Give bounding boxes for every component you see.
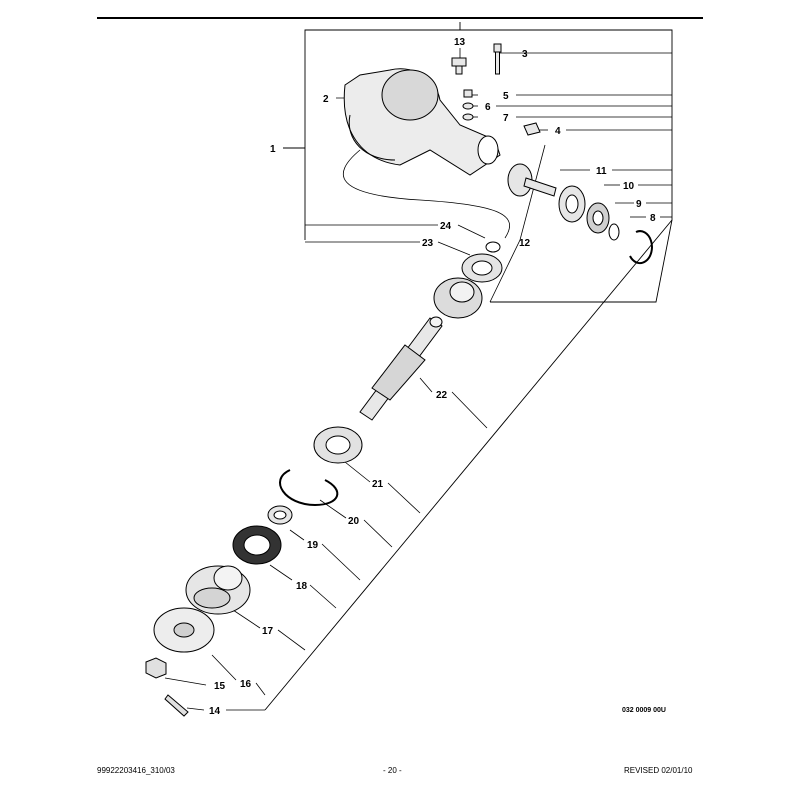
pinion-gear	[507, 163, 557, 197]
output-shaft	[359, 316, 443, 421]
callout-15: 15	[214, 681, 226, 692]
seal-18	[232, 525, 282, 565]
callout-5: 5	[503, 91, 509, 102]
gear-housing	[343, 68, 501, 176]
callout-13: 13	[454, 37, 466, 48]
callout-1: 1	[270, 144, 276, 155]
callout-labels: 1 2 3 4 5 6 7 8 9 10 11 12 13 14 15 16 1…	[209, 37, 656, 717]
callout-16: 16	[240, 679, 252, 690]
leader-lines	[164, 48, 672, 711]
callout-24: 24	[440, 221, 452, 232]
figure-code: 032 0009 00U	[622, 707, 666, 714]
fastener-parts	[451, 43, 541, 136]
callout-11: 11	[596, 166, 607, 177]
callout-21: 21	[372, 479, 384, 490]
callout-7: 7	[503, 113, 509, 124]
callout-18: 18	[296, 581, 308, 592]
hose-routing-curve	[343, 149, 510, 239]
upper-bearings	[558, 185, 653, 265]
callout-17: 17	[262, 626, 274, 637]
footer-center: - 20 -	[383, 766, 402, 775]
assembly-bracket-frame	[264, 22, 673, 711]
ring-and-bearing-23-24	[461, 241, 503, 283]
callout-8: 8	[650, 213, 656, 224]
footer-left: 99922203416_310/03	[97, 766, 175, 775]
callout-9: 9	[636, 199, 642, 210]
callout-2: 2	[323, 94, 329, 105]
callout-10: 10	[623, 181, 635, 192]
bevel-gear	[433, 277, 483, 319]
callout-3: 3	[522, 49, 528, 60]
nut-and-pin	[145, 657, 189, 717]
callout-20: 20	[348, 516, 360, 527]
bearing-21	[313, 426, 363, 464]
callout-12: 12	[519, 238, 531, 249]
callout-6: 6	[485, 102, 491, 113]
callout-4: 4	[555, 126, 561, 137]
callout-14: 14	[209, 706, 221, 717]
thrust-plate-16	[153, 607, 215, 653]
flange-17	[185, 565, 251, 615]
callout-19: 19	[307, 540, 319, 551]
callout-22: 22	[436, 390, 448, 401]
callout-23: 23	[422, 238, 434, 249]
footer-right: REVISED 02/01/10	[624, 766, 693, 775]
bush-19	[267, 505, 293, 525]
circlip-20	[279, 469, 339, 507]
